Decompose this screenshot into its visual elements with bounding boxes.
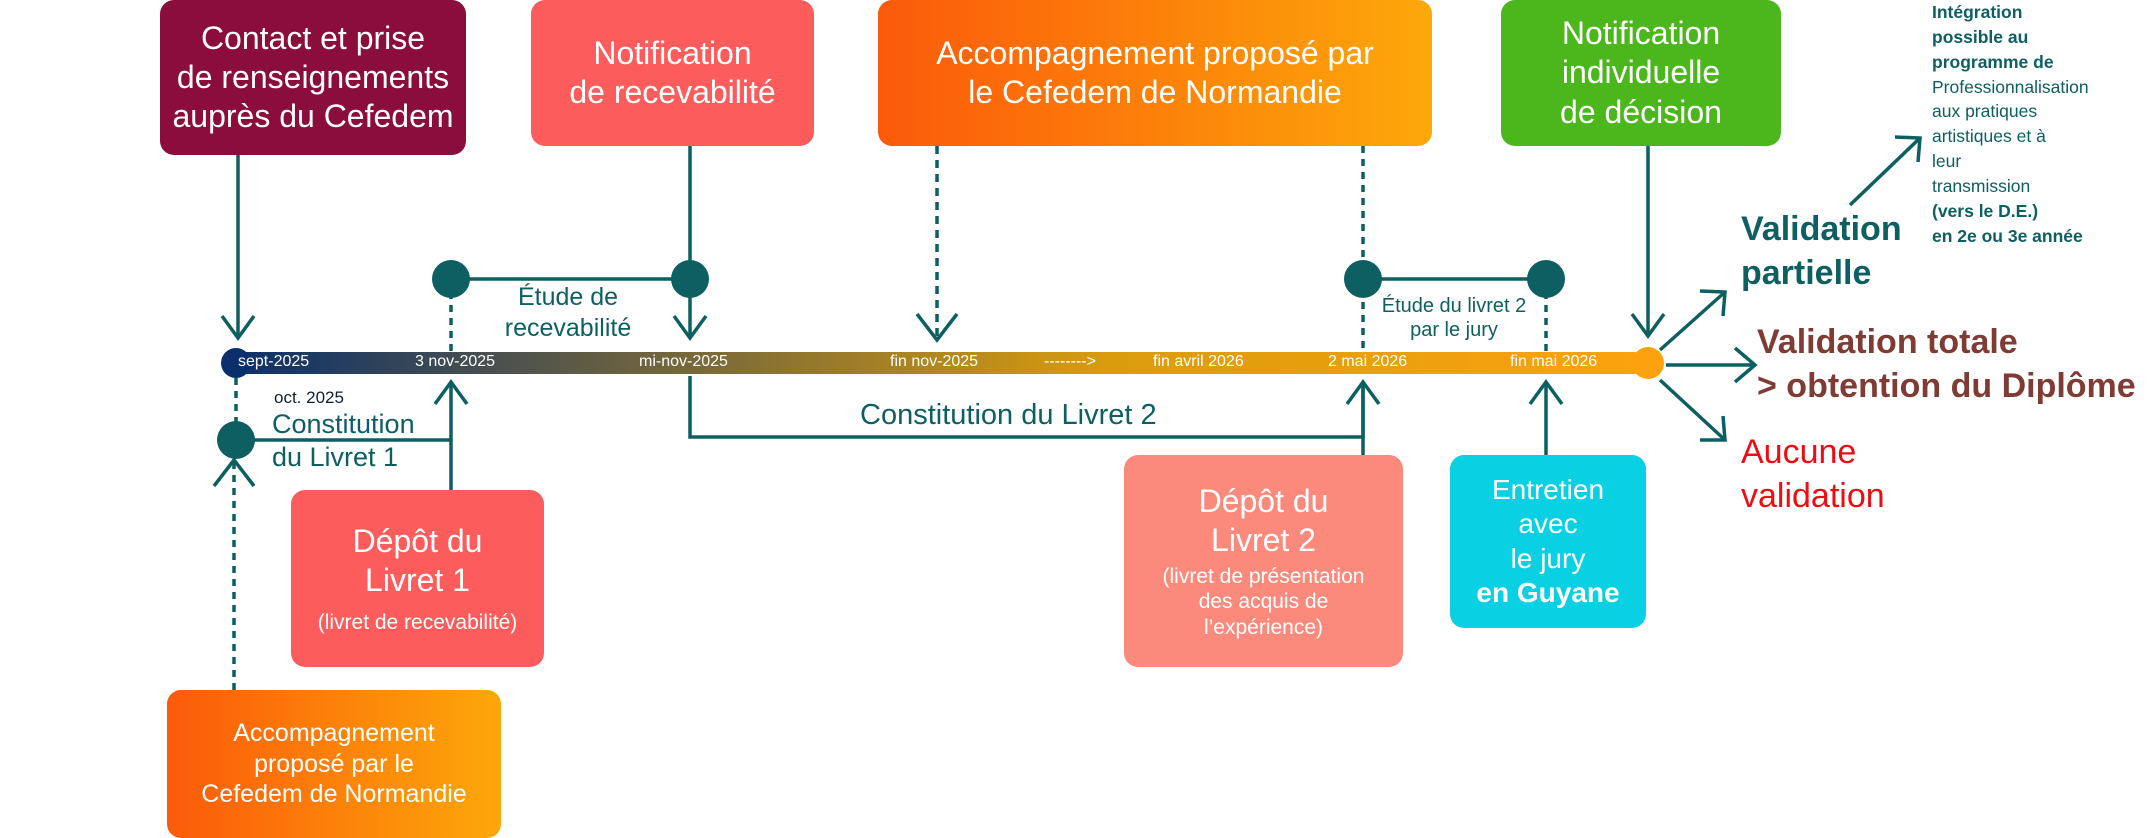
totale-line-2: > obtention du Diplôme <box>1757 367 2136 406</box>
timeline-end-dot <box>1632 347 1664 379</box>
accompagnement-top-box: Accompagnement proposé par le Cefedem de… <box>878 0 1432 146</box>
etude-recev-line-2: recevabilité <box>504 313 632 342</box>
etude-recev-line-1: Étude de <box>517 283 619 311</box>
integration-line: transmission <box>1932 175 2031 196</box>
integration-line: programme de <box>1932 51 2054 72</box>
notif-recev-arrowhead <box>672 314 708 341</box>
depot1-arrowhead <box>433 379 469 406</box>
outcome-validation-totale: Validation totale > obtention du Diplôme <box>1757 320 2136 408</box>
accomp-bottom-line-1: Accompagnement <box>233 719 435 748</box>
outcome-validation-partielle: Validation partielle <box>1741 207 1902 295</box>
outcome-arrowhead-aucune <box>1700 415 1727 442</box>
totale-line-1: Validation totale <box>1757 323 2018 361</box>
timeline-label-sept-2025: sept-2025 <box>238 353 310 370</box>
accomp-bottom-arrowhead <box>212 457 256 488</box>
contact-line-1: Contact et prise <box>200 19 426 56</box>
etude-livret2-line-1: Étude du livret 2 <box>1381 295 1527 317</box>
outcome-arrowhead-partielle <box>1699 289 1727 317</box>
aucune-line-2: validation <box>1741 477 1885 516</box>
notif-indiv-line-2: individuelle <box>1561 54 1721 91</box>
milestone-dot-oct <box>217 421 255 459</box>
entretien-arrowhead <box>1528 379 1564 406</box>
depot2-line-1: Dépôt du <box>1198 482 1329 519</box>
notif-indiv-arrowhead <box>1630 312 1666 339</box>
milestone-dot-minov <box>671 260 709 298</box>
integration-line: Intégration <box>1932 2 2023 22</box>
depot2-sub-3: l’expérience) <box>1203 615 1324 639</box>
notif-indiv-line-3: de décision <box>1560 93 1722 130</box>
integration-arrow <box>1848 136 1922 207</box>
accomp-top-line-2: le Cefedem de Normandie <box>968 74 1342 110</box>
milestone-dot-finmai <box>1527 260 1565 298</box>
notification-recevabilite-box: Notification de recevabilité <box>531 0 814 146</box>
outcome-arrow-aucune <box>1658 378 1727 442</box>
contact-line-2: de renseignements <box>176 58 450 95</box>
entretien-bold-line: en Guyane <box>1476 576 1620 608</box>
depot2-sub-1: (livret de présentation <box>1162 564 1365 588</box>
depot1-sub: (livret de recevabilité) <box>317 610 518 634</box>
timeline-label-fin-mai-2026: fin mai 2026 <box>1510 353 1598 370</box>
timeline-label-dashes: --------> <box>1044 353 1096 370</box>
timeline-label-fin-avril-2026: fin avril 2026 <box>1153 353 1244 370</box>
notification-individuelle-box: Notification individuelle de décision <box>1501 0 1781 146</box>
constitution1-line-1: Constitution <box>272 409 415 439</box>
constitution-livret2-label: Constitution du Livret 2 <box>860 399 1157 431</box>
depot1-line-2: Livret 1 <box>365 561 470 598</box>
depot-livret1-box: Dépôt du Livret 1 (livret de recevabilit… <box>291 490 544 667</box>
accomp-top-arrowhead <box>915 312 959 343</box>
entretien-line-2: avec <box>1518 508 1578 540</box>
timeline-label-mi-nov-2025: mi-nov-2025 <box>639 353 728 370</box>
etude-livret2-line-2: par le jury <box>1410 319 1498 342</box>
entretien-box: Entretien avec le jury en Guyane <box>1450 455 1646 628</box>
etude-livret2-label: Étude du livret 2 par le jury <box>1368 294 1540 343</box>
contact-box: Contact et prise de renseignements auprè… <box>160 0 466 155</box>
timeline-label-2-mai-2026: 2 mai 2026 <box>1328 353 1408 370</box>
accompagnement-bottom-box: Accompagnement proposé par le Cefedem de… <box>167 690 501 838</box>
aucune-line-1: Aucune <box>1741 433 1857 471</box>
timeline-bar <box>225 352 1645 374</box>
milestone-dot-2mai <box>1344 260 1382 298</box>
depot-livret2-box: Dépôt du Livret 2 (livret de présentatio… <box>1124 455 1403 667</box>
depot2-line-2: Livret 2 <box>1211 521 1316 558</box>
integration-line: possible au <box>1932 26 2029 47</box>
entretien-line-1: Entretien <box>1491 474 1605 506</box>
depot2-sub-2: des acquis de <box>1198 590 1329 614</box>
accomp-top-line-1: Accompagnement proposé par <box>936 34 1374 71</box>
depot1-line-1: Dépôt du <box>352 522 483 559</box>
entretien-line-3: le jury <box>1510 542 1586 574</box>
contact-line-3: auprès du Cefedem <box>172 98 454 135</box>
timeline-label-3-nov-2025: 3 nov-2025 <box>415 353 496 370</box>
contact-arrowhead <box>220 314 256 341</box>
outcome-arrow-partielle <box>1658 290 1727 352</box>
notif-recev-line-2: de recevabilité <box>569 74 776 110</box>
notif-recev-line-1: Notification <box>593 34 752 71</box>
accomp-bottom-line-2: proposé par le <box>254 749 414 778</box>
integration-line: Professionnalisation <box>1932 76 2089 97</box>
integration-note: Intégration possible au programme de Profes… <box>1932 0 2089 248</box>
accomp-bottom-line-3: Cefedem de Normandie <box>201 780 467 809</box>
constitution1-line-2: du Livret 1 <box>272 441 399 472</box>
timeline-label-oct-2025: oct. 2025 <box>274 388 344 407</box>
outcome-arrowhead-totale <box>1733 346 1758 384</box>
integration-line: leur <box>1932 151 1962 172</box>
outcome-aucune-validation: Aucune validation <box>1741 430 1885 518</box>
milestone-dot-3nov <box>432 260 470 298</box>
integration-arrowhead <box>1894 135 1922 163</box>
integration-line: (vers le D.E.) <box>1932 200 2039 221</box>
partielle-line-2: partielle <box>1741 254 1872 293</box>
integration-line: en 2e ou 3e année <box>1932 225 2083 246</box>
timeline-start-dot <box>221 348 251 378</box>
etude-recevabilite-label: Étude de recevabilité <box>478 282 658 343</box>
integration-line: aux pratiques <box>1932 101 2038 122</box>
timeline-label-fin-nov-2025: fin nov-2025 <box>890 353 979 370</box>
depot2-arrowhead <box>1345 379 1381 406</box>
integration-line: artistiques et à <box>1932 126 2046 147</box>
notif-indiv-line-1: Notification <box>1561 15 1721 52</box>
constitution-livret1-label: Constitution du Livret 1 <box>272 408 415 474</box>
partielle-line-1: Validation <box>1741 210 1902 248</box>
